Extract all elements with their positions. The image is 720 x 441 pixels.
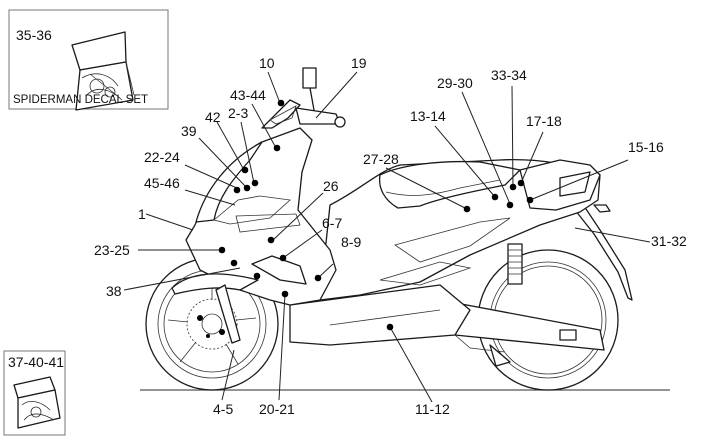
callout-42[interactable]: 42	[205, 109, 221, 125]
callout-17-18[interactable]: 17-18	[526, 113, 562, 129]
callout-dot-fairing	[253, 272, 261, 280]
kit-box-spiderman-decal-set[interactable]: 35-36 SPIDERMAN DECAL SET	[8, 9, 169, 111]
callout-39[interactable]: 39	[181, 123, 197, 139]
rear-body	[319, 159, 601, 301]
handlebar-grip	[334, 116, 346, 128]
kit-ref-label: 35-36	[16, 27, 52, 43]
decal-bag-icon	[71, 31, 135, 111]
callout-dot-42	[241, 166, 249, 174]
callout-dot-17-18	[517, 179, 525, 187]
callout-dots	[218, 99, 534, 331]
front-fork	[215, 284, 241, 344]
callout-38[interactable]: 38	[106, 283, 122, 299]
callout-8-9[interactable]: 8-9	[341, 234, 361, 250]
callout-labels: 10 19 43-44 42 2-3 39 22-24 45-46 1 23-2…	[94, 55, 687, 417]
mirror	[302, 67, 317, 89]
handlebar-assembly	[261, 67, 346, 129]
rear-mudguard	[574, 199, 633, 301]
callout-dot-23-25	[218, 246, 226, 254]
callout-31-32[interactable]: 31-32	[651, 233, 687, 249]
seat	[378, 160, 521, 209]
callout-22-24[interactable]: 22-24	[144, 149, 180, 165]
callout-20-21[interactable]: 20-21	[259, 401, 295, 417]
front-fairing	[171, 127, 337, 344]
callout-11-12[interactable]: 11-12	[415, 401, 450, 417]
callout-6-7[interactable]: 6-7	[322, 215, 342, 231]
callout-1[interactable]: 1	[138, 206, 146, 222]
callout-dot-13-14	[491, 193, 499, 201]
callout-dot-20-21	[281, 290, 289, 298]
callout-dot-2-3	[251, 179, 259, 187]
kit-ref-label: 37-40-41	[8, 354, 64, 370]
leader-lines	[123, 71, 651, 403]
callout-dot-43-44	[273, 144, 281, 152]
kit-caption: SPIDERMAN DECAL SET	[13, 94, 148, 106]
callout-dot-8-9	[314, 274, 322, 282]
callout-23-25[interactable]: 23-25	[94, 242, 130, 258]
rear-shock	[507, 243, 523, 285]
callout-2-3[interactable]: 2-3	[228, 105, 248, 121]
callout-10[interactable]: 10	[259, 55, 275, 71]
callout-dot-39	[243, 184, 251, 192]
callout-43-44[interactable]: 43-44	[230, 87, 266, 103]
callout-13-14[interactable]: 13-14	[410, 108, 446, 124]
callout-dot-29-30	[506, 201, 514, 209]
callout-15-16[interactable]: 15-16	[628, 139, 664, 155]
callout-4-5[interactable]: 4-5	[213, 401, 233, 417]
scooter-illustration	[145, 67, 633, 391]
callout-dot-10	[277, 99, 285, 107]
callout-27-28[interactable]: 27-28	[363, 151, 399, 167]
callout-dot-11-12	[386, 323, 394, 331]
callout-33-34[interactable]: 33-34	[491, 67, 527, 83]
kit-box-37-40-41[interactable]: 37-40-41	[3, 350, 66, 436]
tail-light	[559, 171, 591, 197]
callout-26[interactable]: 26	[323, 178, 339, 194]
swingarm	[439, 299, 605, 367]
callout-dot-26	[267, 236, 275, 244]
callout-dot-33-34	[509, 183, 517, 191]
callout-19[interactable]: 19	[351, 55, 367, 71]
side-vent	[251, 255, 307, 285]
callout-dot-27-28	[463, 205, 471, 213]
under-body-panel	[289, 284, 471, 346]
callout-dot-15-16	[526, 196, 534, 204]
callout-dot-6-7	[279, 254, 287, 262]
rear-reflector	[593, 204, 611, 213]
callout-dot-22-24	[233, 186, 241, 194]
callout-45-46[interactable]: 45-46	[144, 175, 180, 191]
callout-29-30[interactable]: 29-30	[437, 75, 473, 91]
callout-dot-38	[230, 259, 238, 267]
decal-bag-icon	[13, 376, 61, 429]
